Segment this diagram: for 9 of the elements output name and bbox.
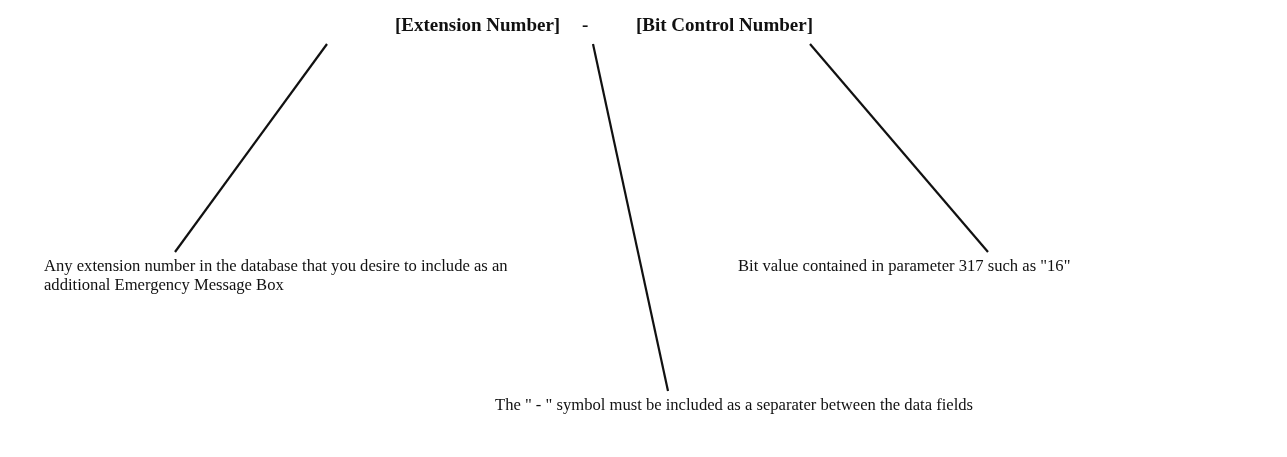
annotation-text: Bit value contained in parameter 317 such as "16" (738, 256, 1072, 276)
annotation-text: The " - " symbol must be included as a separater between the data fields (495, 395, 974, 415)
leader-line (591, 43, 670, 392)
separator-symbol: - (582, 14, 590, 36)
annotation-text: Any extension number in the database that you desire to include as an additional Emergency Message Box (44, 256, 509, 295)
leader-line (174, 43, 328, 253)
field-label: [Extension Number] (395, 14, 562, 36)
leader-line (809, 43, 989, 253)
field-label: [Bit Control Number] (636, 14, 814, 36)
